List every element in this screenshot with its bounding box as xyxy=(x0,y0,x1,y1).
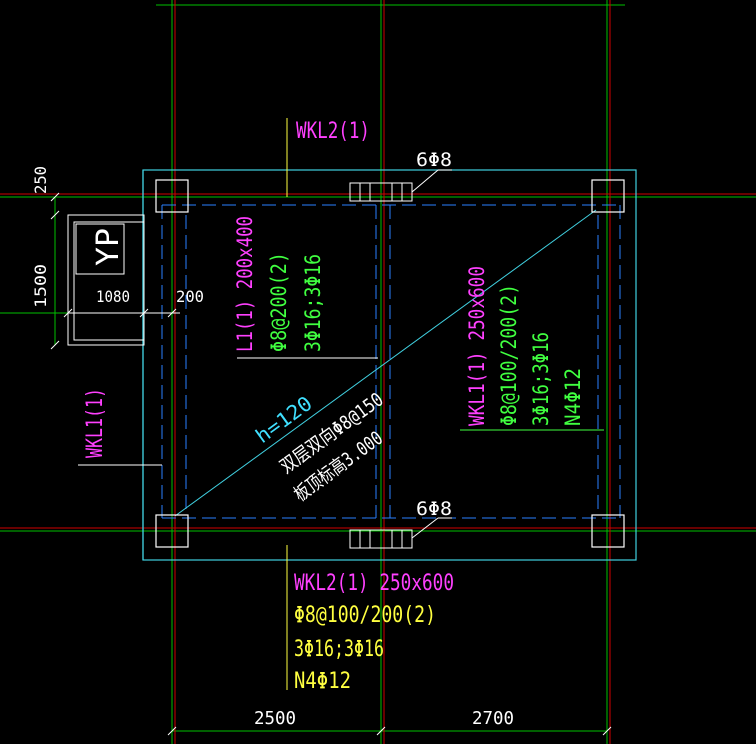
annotation-leaders xyxy=(78,118,604,690)
dim-tick-7 xyxy=(63,308,73,318)
label-hanger-top: 6Φ8 xyxy=(416,149,452,171)
hanger-bars xyxy=(349,169,452,549)
yp-inner-box xyxy=(73,221,145,341)
label-hanger-bottom: 6Φ8 xyxy=(416,498,452,520)
dim-tick-1 xyxy=(167,726,177,736)
label-l1-stirrup: Φ8@200(2) xyxy=(267,252,291,352)
slab-diagonal xyxy=(174,209,597,517)
dim-ticks xyxy=(50,192,612,736)
dim-1080: 1080 xyxy=(96,287,130,306)
dim-200: 200 xyxy=(176,287,204,306)
label-wkl1-right-rebar: 3Φ16;3Φ16 xyxy=(529,332,553,426)
dim-2500: 2500 xyxy=(254,708,296,729)
hanger-bottom-leader xyxy=(411,517,439,539)
label-l1-rebar: 3Φ16;3Φ16 xyxy=(301,254,325,352)
label-yp: YP xyxy=(91,228,126,266)
hanger-bottom-box xyxy=(349,529,413,549)
beam-dashed-lines xyxy=(161,204,621,519)
label-wkl2-top: WKL2(1) xyxy=(296,119,370,144)
dim-1500: 1500 xyxy=(31,264,50,308)
dim-tick-9 xyxy=(167,308,177,318)
dim-tick-2 xyxy=(376,726,386,736)
column-top-right xyxy=(591,179,625,213)
column-bottom-left xyxy=(155,514,189,548)
label-wkl1-right-name: WKL1(1) 250x600 xyxy=(465,266,489,426)
dim-tick-4 xyxy=(50,192,60,202)
columns xyxy=(155,179,625,548)
label-l1-name: L1(1) 200x400 xyxy=(233,216,257,352)
label-wkl2-bottom-stirrup: Φ8@100/200(2) xyxy=(294,603,436,628)
dim-250: 250 xyxy=(31,166,50,194)
dim-tick-6 xyxy=(50,340,60,350)
yp-balcony xyxy=(67,214,180,346)
column-top-left xyxy=(155,179,189,213)
label-wkl2-bottom-rebar: 3Φ16;3Φ16 xyxy=(294,637,384,662)
label-wkl2-bottom-name: WKL2(1) 250x600 xyxy=(294,571,454,596)
label-wkl1-right-waist: N4Φ12 xyxy=(561,368,585,426)
yp-label-box xyxy=(75,223,125,275)
dim-tick-3 xyxy=(602,726,612,736)
dim-tick-5 xyxy=(50,210,60,220)
hanger-top-leader xyxy=(411,169,439,193)
label-wkl2-bottom-waist: N4Φ12 xyxy=(294,669,351,694)
label-wkl1-right-stirrup: Φ8@100/200(2) xyxy=(497,284,521,426)
slab-outline xyxy=(142,169,637,561)
dim-tick-8 xyxy=(139,308,149,318)
column-bottom-right xyxy=(591,514,625,548)
dim-2700: 2700 xyxy=(472,708,514,729)
label-wkl1-left: WKL1(1) xyxy=(83,388,108,458)
